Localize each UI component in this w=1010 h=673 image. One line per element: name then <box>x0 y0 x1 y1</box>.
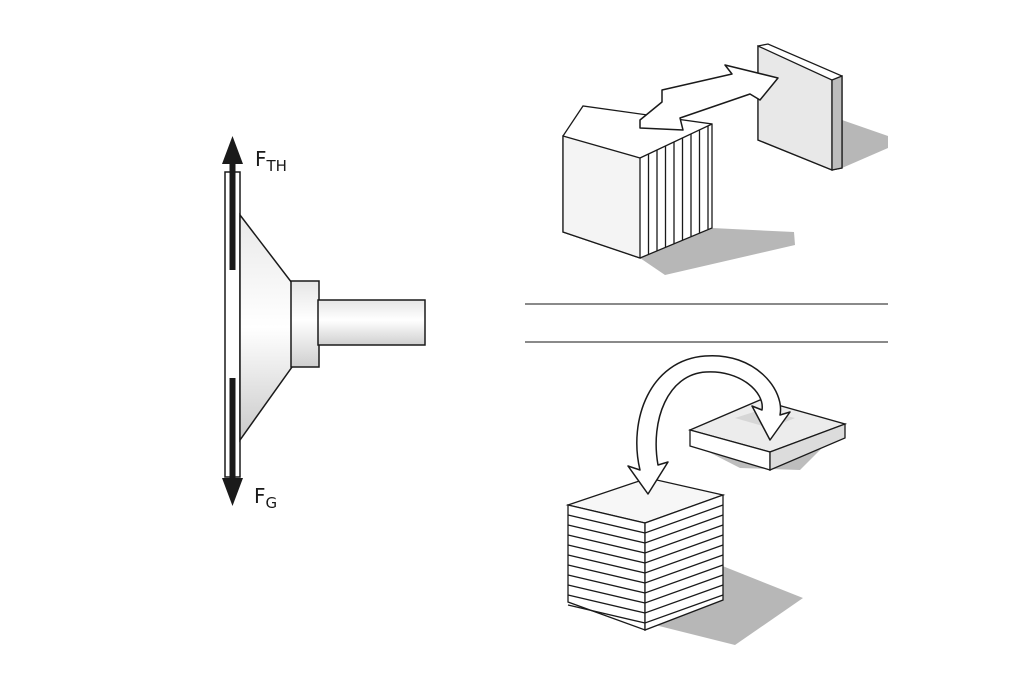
block-layer-line <box>567 584 724 614</box>
suction-collar <box>290 280 320 368</box>
plate-stacking-illustration <box>565 355 848 645</box>
sheet-shadow <box>842 120 888 168</box>
suction-gripper: FTH FG <box>222 136 426 512</box>
block-layer-line <box>567 564 724 594</box>
block-layer-line <box>567 514 724 544</box>
block-layer-line <box>567 504 724 534</box>
stack-shadow <box>640 228 795 275</box>
horizontal-block-stack <box>565 477 726 631</box>
block-shadow <box>655 565 803 645</box>
block-layer-line <box>567 544 724 574</box>
force-label-top: FTH <box>255 147 287 175</box>
suction-cone <box>239 212 293 443</box>
block-layer-line <box>567 594 724 624</box>
block-layer-line <box>567 554 724 584</box>
block-layer-line <box>567 524 724 554</box>
curved-transfer-arrow <box>627 355 791 495</box>
force-arrow-down <box>222 378 243 506</box>
vertical-sheet-stack <box>562 105 713 259</box>
block-layer-line <box>567 534 724 564</box>
force-arrow-up <box>222 136 243 270</box>
block-layer-line <box>567 574 724 604</box>
sheet-separation-illustration <box>562 43 888 275</box>
double-arrow <box>639 64 779 131</box>
suction-shaft <box>317 299 426 346</box>
single-sheet <box>757 43 843 171</box>
force-label-bottom: FG <box>254 484 277 512</box>
